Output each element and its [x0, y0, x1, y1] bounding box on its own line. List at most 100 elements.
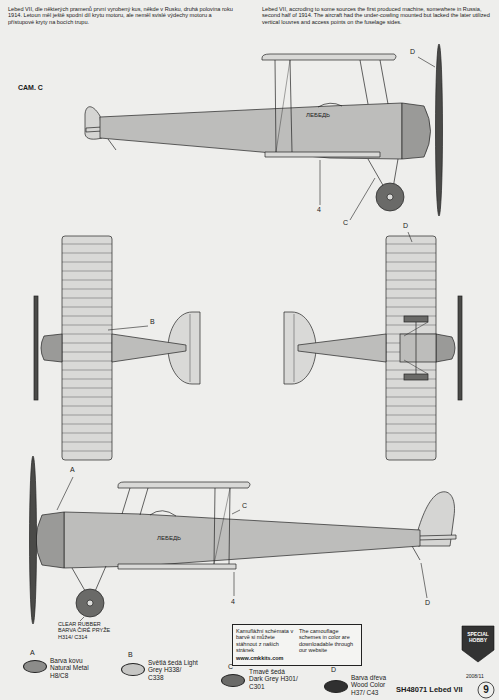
- wing-rib: [62, 289, 112, 290]
- label-slot: 4: [231, 598, 235, 606]
- legend-letter: A: [30, 649, 35, 657]
- label-slot: A: [30, 649, 35, 657]
- tail-skid: [412, 546, 420, 560]
- wing-rib: [386, 289, 436, 290]
- label-slot: SPECIAL HOBBY: [463, 632, 493, 644]
- wing-rib: [62, 334, 112, 335]
- leader-line: [320, 160, 321, 205]
- cowling: [36, 512, 64, 568]
- wing-rib: [62, 433, 112, 434]
- callout-letter: D: [410, 48, 415, 56]
- color-swatch: [121, 663, 145, 676]
- wing-rib: [386, 424, 436, 425]
- wing-rib: [62, 271, 112, 272]
- tail-skid: [108, 139, 116, 150]
- wing-rib: [62, 451, 112, 452]
- cockpit: [150, 511, 176, 516]
- cowling: [436, 334, 455, 362]
- rigging: [214, 488, 230, 564]
- fuselage: [112, 334, 186, 362]
- hub: [87, 600, 93, 606]
- label-slot: C: [242, 502, 247, 510]
- wing-rib: [62, 361, 112, 362]
- rudder: [85, 107, 102, 139]
- wing-rib: [386, 406, 436, 407]
- label-slot: 9: [482, 684, 490, 696]
- upper-wing: [262, 54, 396, 60]
- wing-rib: [386, 442, 436, 443]
- color-swatch: [221, 674, 245, 687]
- wheel: [404, 374, 428, 380]
- label-slot: D: [425, 599, 430, 607]
- propeller: [458, 296, 462, 400]
- label-slot: Lebed VII, accroding to some sources the…: [262, 6, 492, 25]
- page-number-ring: [478, 682, 494, 698]
- label-slot: B: [150, 318, 155, 326]
- strut: [290, 60, 292, 152]
- wing-rib: [62, 379, 112, 380]
- leader-line: [57, 477, 73, 510]
- wheel: [376, 183, 404, 211]
- logo-shield: [462, 626, 494, 662]
- strut: [275, 60, 276, 152]
- label-slot: ЛЕБЕДЬ: [306, 112, 330, 119]
- lower-wing: [118, 564, 236, 569]
- label-slot: Lebed VII, dle některých pramenů první v…: [8, 6, 236, 25]
- wheel: [76, 589, 104, 617]
- wing-rib: [62, 397, 112, 398]
- wing-rib: [386, 271, 436, 272]
- fuselage: [64, 512, 420, 568]
- wing-rib: [62, 343, 112, 344]
- callout-letter: D: [403, 222, 408, 230]
- wing-rib: [62, 352, 112, 353]
- wing-rib: [386, 298, 436, 299]
- cabane-strut: [122, 488, 130, 514]
- propeller: [30, 456, 37, 624]
- leader-line: [350, 178, 375, 220]
- callout-number: 4: [231, 598, 235, 606]
- issue-date: 2008/11: [466, 674, 484, 680]
- fuselage-belly: [400, 334, 436, 362]
- legend-text: Světlá šedá Light Grey H338/ C338: [148, 659, 198, 681]
- color-swatch: [324, 680, 348, 693]
- wing-rib: [386, 244, 436, 245]
- note-box: Kamuflážní schémata v barvě si můžete st…: [232, 624, 362, 666]
- strut: [214, 488, 215, 564]
- gear-strut: [404, 360, 428, 374]
- leader-line: [232, 510, 240, 514]
- label-slot: A: [70, 466, 75, 474]
- wing-rib: [62, 298, 112, 299]
- wing-rib: [62, 280, 112, 281]
- cabane-strut: [360, 60, 368, 104]
- leader-line: [408, 232, 412, 242]
- callout-letter: C: [343, 219, 348, 227]
- legend-text: Barva kovu Natural Metal H8/C8: [50, 657, 98, 679]
- fuselage: [100, 103, 402, 159]
- wing-rib: [62, 262, 112, 263]
- fuselage-inscription: ЛЕБЕДЬ: [157, 535, 181, 542]
- wing-ribs: [386, 244, 436, 451]
- label-slot: CLEAR RUBBER BARVA ČIRÉ PRYŽE H314/ C314: [58, 621, 116, 640]
- wing-rib: [62, 253, 112, 254]
- note-text: www.cmkkits.com: [236, 655, 358, 661]
- wing-rib: [62, 388, 112, 389]
- label-slot: CAM. C: [18, 84, 43, 92]
- wing-rib: [62, 370, 112, 371]
- wing-rib: [386, 433, 436, 434]
- top-view: [34, 236, 200, 460]
- wing-rib: [62, 415, 112, 416]
- propeller: [436, 44, 443, 216]
- leader-line: [80, 617, 84, 621]
- lower-wing: [265, 152, 380, 157]
- legend-letter: B: [128, 651, 133, 659]
- propeller: [34, 296, 38, 400]
- label-slot: D: [331, 666, 336, 674]
- label-slot: B: [128, 651, 133, 659]
- brand-logo: SPECIAL HOBBY: [463, 632, 493, 644]
- hinge-line: [190, 314, 191, 382]
- label-slot: 2008/11: [466, 674, 484, 680]
- wing-rib: [62, 325, 112, 326]
- leader-line: [418, 57, 435, 67]
- leader-lines: [57, 57, 435, 621]
